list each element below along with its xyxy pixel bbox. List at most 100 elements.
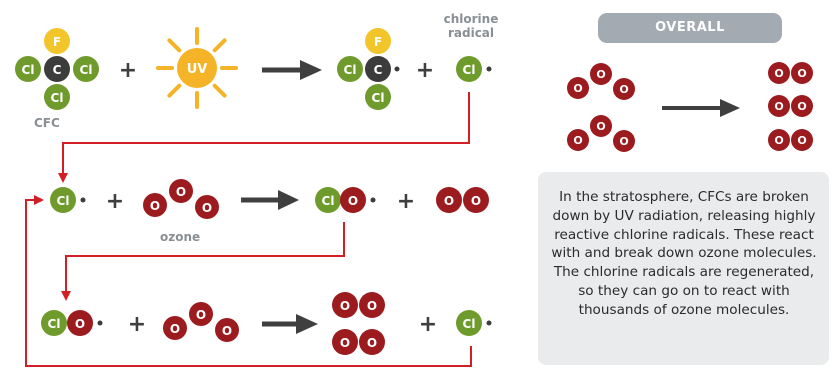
radical-dot [486, 320, 492, 326]
oxygen-symbol: O [619, 83, 628, 96]
oxygen-symbol: O [444, 194, 454, 208]
chlorine-atom [315, 187, 341, 213]
oxygen-atom [590, 63, 612, 85]
fluorine-symbol: F [374, 35, 382, 49]
oxygen-atom [359, 329, 385, 355]
radical-dot [394, 66, 400, 72]
oxygen-molecule: O O [768, 62, 813, 84]
fluorine-atom [44, 28, 70, 54]
oxygen-atom [332, 329, 358, 355]
oxygen-atom [359, 292, 385, 318]
chlorine-monoxide-radical: Cl O [41, 310, 103, 336]
oxygen-atom [332, 292, 358, 318]
cfc-molecule: F Cl Cl Cl C [15, 28, 99, 110]
oxygen-molecule: O O [768, 129, 813, 151]
regeneration-loop [25, 195, 472, 367]
sun-disc [177, 48, 217, 88]
oxygen-atom [567, 129, 589, 151]
reaction-arrow [662, 99, 740, 117]
chlorine-symbol: Cl [463, 317, 476, 331]
plus-sign: + [106, 189, 124, 214]
chlorine-atom-bottom [44, 84, 70, 110]
chlorine-radical-label-line-1: chlorine [443, 12, 499, 26]
oxygen-molecule: O O [332, 329, 385, 355]
reaction-arrow [241, 190, 299, 210]
oxygen-atom [143, 193, 167, 217]
chlorine-symbol: Cl [22, 63, 35, 77]
plus-sign: + [397, 189, 415, 214]
uv-sun-icon: UV [156, 27, 238, 109]
oxygen-symbol: O [797, 134, 806, 147]
carbon-symbol: C [374, 63, 383, 77]
oxygen-symbol: O [196, 308, 206, 322]
explanation-panel [538, 172, 829, 365]
chlorine-monoxide-radical: Cl O [315, 187, 376, 213]
oxygen-atom [169, 179, 193, 203]
chlorine-atom [456, 310, 482, 336]
radical-dot [80, 197, 86, 203]
oxygen-symbol: O [797, 67, 806, 80]
fluorine-atom [365, 28, 391, 54]
reaction-arrow [262, 314, 318, 334]
oxygen-atom [189, 302, 213, 326]
chlorine-radical: Cl [50, 187, 86, 213]
oxygen-symbol: O [340, 299, 350, 313]
oxygen-molecule: O O [332, 292, 385, 318]
plus-sign: + [419, 312, 437, 337]
oxygen-symbol: O [348, 194, 358, 208]
radical-dot [370, 197, 376, 203]
chlorine-atom-left [337, 56, 363, 82]
oxygen-atom [613, 130, 635, 152]
oxygen-symbol: O [774, 67, 783, 80]
chlorine-radical: Cl [456, 56, 492, 82]
carbon-atom [365, 56, 391, 82]
chlorine-symbol: Cl [48, 317, 61, 331]
oxygen-atom [768, 62, 790, 84]
ozone-molecule: O O O [163, 302, 239, 342]
chlorine-symbol: Cl [372, 91, 385, 105]
plus-sign: + [119, 58, 137, 83]
oxygen-atom [163, 316, 187, 340]
oxygen-symbol: O [340, 336, 350, 350]
oxygen-molecule: O O [768, 95, 813, 117]
oxygen-symbol: O [170, 322, 180, 336]
oxygen-molecule: O O [436, 187, 489, 213]
oxygen-atom [613, 78, 635, 100]
radical-dot [97, 320, 103, 326]
oxygen-symbol: O [202, 201, 212, 215]
plus-sign: + [416, 58, 434, 83]
oxygen-atom [590, 115, 612, 137]
overall-ozone-reactants: O O O O O O [567, 63, 635, 152]
chlorine-radical-label: chlorine radical [432, 12, 510, 40]
oxygen-symbol: O [573, 82, 582, 95]
cycle-connector-1 [58, 92, 470, 183]
chlorine-symbol: Cl [57, 194, 70, 208]
cfc-label: CFC [34, 116, 60, 130]
oxygen-atom [436, 187, 462, 213]
oxygen-atom [791, 129, 813, 151]
oxygen-atom [791, 62, 813, 84]
chlorine-radical: Cl [456, 310, 492, 336]
oxygen-symbol: O [367, 299, 377, 313]
fluorine-symbol: F [53, 35, 61, 49]
oxygen-symbol: O [774, 100, 783, 113]
oxygen-atom [340, 187, 366, 213]
chlorine-symbol: Cl [80, 63, 93, 77]
chlorine-atom-right [73, 56, 99, 82]
ozone-label: ozone [160, 230, 201, 244]
chlorine-atom [41, 310, 67, 336]
oxygen-symbol: O [596, 68, 605, 81]
oxygen-symbol: O [176, 185, 186, 199]
ozone-molecule: O O O [567, 63, 635, 100]
chlorine-atom-left [15, 56, 41, 82]
oxygen-atom [215, 318, 239, 342]
chlorine-atom [456, 56, 482, 82]
oxygen-atom [768, 95, 790, 117]
oxygen-symbol: O [596, 120, 605, 133]
chlorine-symbol: Cl [463, 63, 476, 77]
uv-label: UV [187, 62, 208, 77]
oxygen-atom [567, 77, 589, 99]
oxygen-symbol: O [573, 134, 582, 147]
ccl2f-radical-molecule: F Cl Cl C [337, 28, 400, 110]
